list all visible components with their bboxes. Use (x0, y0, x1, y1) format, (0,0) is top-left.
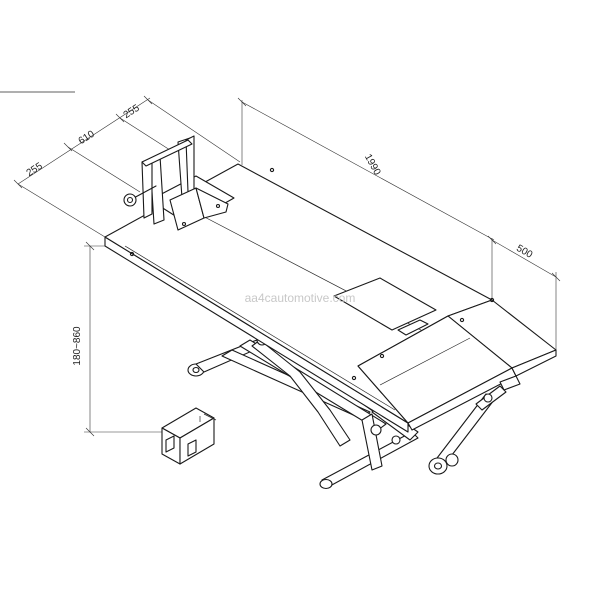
rear-support (428, 375, 521, 475)
lift-table (104, 163, 557, 433)
dim-500: 500 (514, 243, 534, 261)
dim-610: 610 (77, 129, 97, 148)
control-box (161, 407, 217, 465)
dimension-lines (13, 95, 561, 437)
watermark-text: aa4cautomotive.com (245, 291, 356, 305)
wheel-clamp (123, 135, 235, 231)
dim-height-range: 180~860 (72, 326, 83, 366)
dim-255-left: 255 (25, 161, 45, 180)
dim-1990: 1990 (362, 152, 383, 177)
